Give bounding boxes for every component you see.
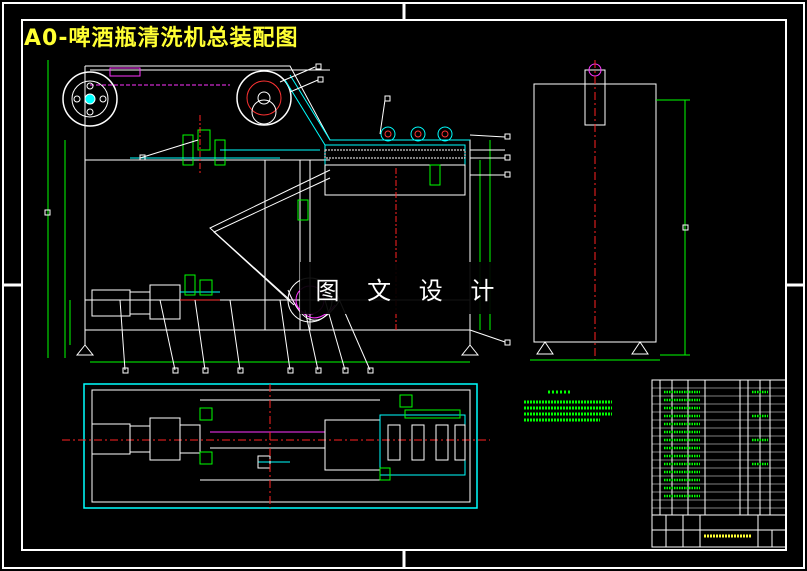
technical-notes [524,390,612,422]
parts-list [651,379,787,548]
front-view [44,60,511,374]
watermark: 图 文 设 计 [300,262,520,314]
drawing-title: A0-啤酒瓶清洗机总装配图 [24,26,299,51]
side-view [530,60,690,361]
center-marks [3,3,804,568]
top-view [62,383,490,509]
